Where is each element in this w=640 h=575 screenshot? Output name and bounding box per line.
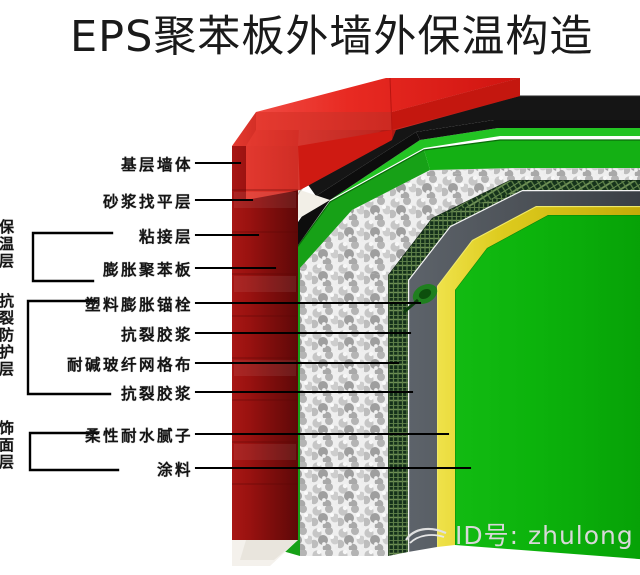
label-bonding-layer-wrap: 粘接层 (18, 225, 193, 247)
bracket-finish-layer (28, 431, 120, 472)
label-base-wall-wrap: 基层墙体 (18, 153, 193, 175)
plastic-expansion-anchor-icon (403, 283, 438, 314)
label-mortar-leveling-wrap: 砂浆找平层 (18, 190, 193, 212)
label-alkali-mesh-wrap: 耐碱玻纤网格布 (18, 353, 193, 375)
watermark-text: ID号: zhulong (455, 521, 634, 550)
label-eps-board-wrap: 膨胀聚苯板 (18, 258, 193, 280)
label-anti-crack-1-wrap: 抗裂胶浆 (18, 323, 193, 345)
group-caption-anti-crack-protection: 抗裂防护层 (0, 292, 15, 378)
label-base-wall: 基层墙体 (120, 156, 193, 174)
label-mortar-leveling: 砂浆找平层 (102, 193, 193, 211)
label-plastic-anchor-wrap: 塑料膨胀锚栓 (18, 293, 193, 315)
label-plastic-anchor: 塑料膨胀锚栓 (84, 296, 193, 314)
label-anti-crack-mortar-lower: 抗裂胶浆 (120, 385, 193, 403)
group-caption-insulation-layer: 保温层 (0, 218, 15, 270)
label-bonding-layer: 粘接层 (138, 228, 193, 246)
layer-eps-board-edge (271, 128, 640, 556)
layer-base-wall-brick (232, 77, 520, 566)
bracket-insulation-layer (31, 231, 114, 283)
group-brackets (26, 231, 120, 472)
label-coating-wrap: 涂料 (18, 458, 193, 480)
label-flexible-putty-wrap: 柔性耐水腻子 (18, 424, 193, 446)
bracket-anti-crack-protection (26, 299, 112, 396)
label-flexible-putty: 柔性耐水腻子 (84, 427, 193, 445)
label-anti-crack-2-wrap: 抗裂胶浆 (18, 382, 193, 404)
group-caption-finish-layer: 饰面层 (0, 419, 15, 471)
layer-coating (454, 214, 640, 560)
label-coating: 涂料 (156, 461, 193, 479)
leader-lines (194, 161, 472, 470)
label-anti-crack-mortar-upper: 抗裂胶浆 (120, 326, 193, 344)
label-eps-board: 膨胀聚苯板 (102, 261, 193, 279)
label-alkali-resistant-mesh: 耐碱玻纤网格布 (66, 356, 193, 374)
page-title: EPS聚苯板外墙外保温构造 (70, 12, 594, 62)
watermark-swoosh-icon (405, 527, 447, 544)
